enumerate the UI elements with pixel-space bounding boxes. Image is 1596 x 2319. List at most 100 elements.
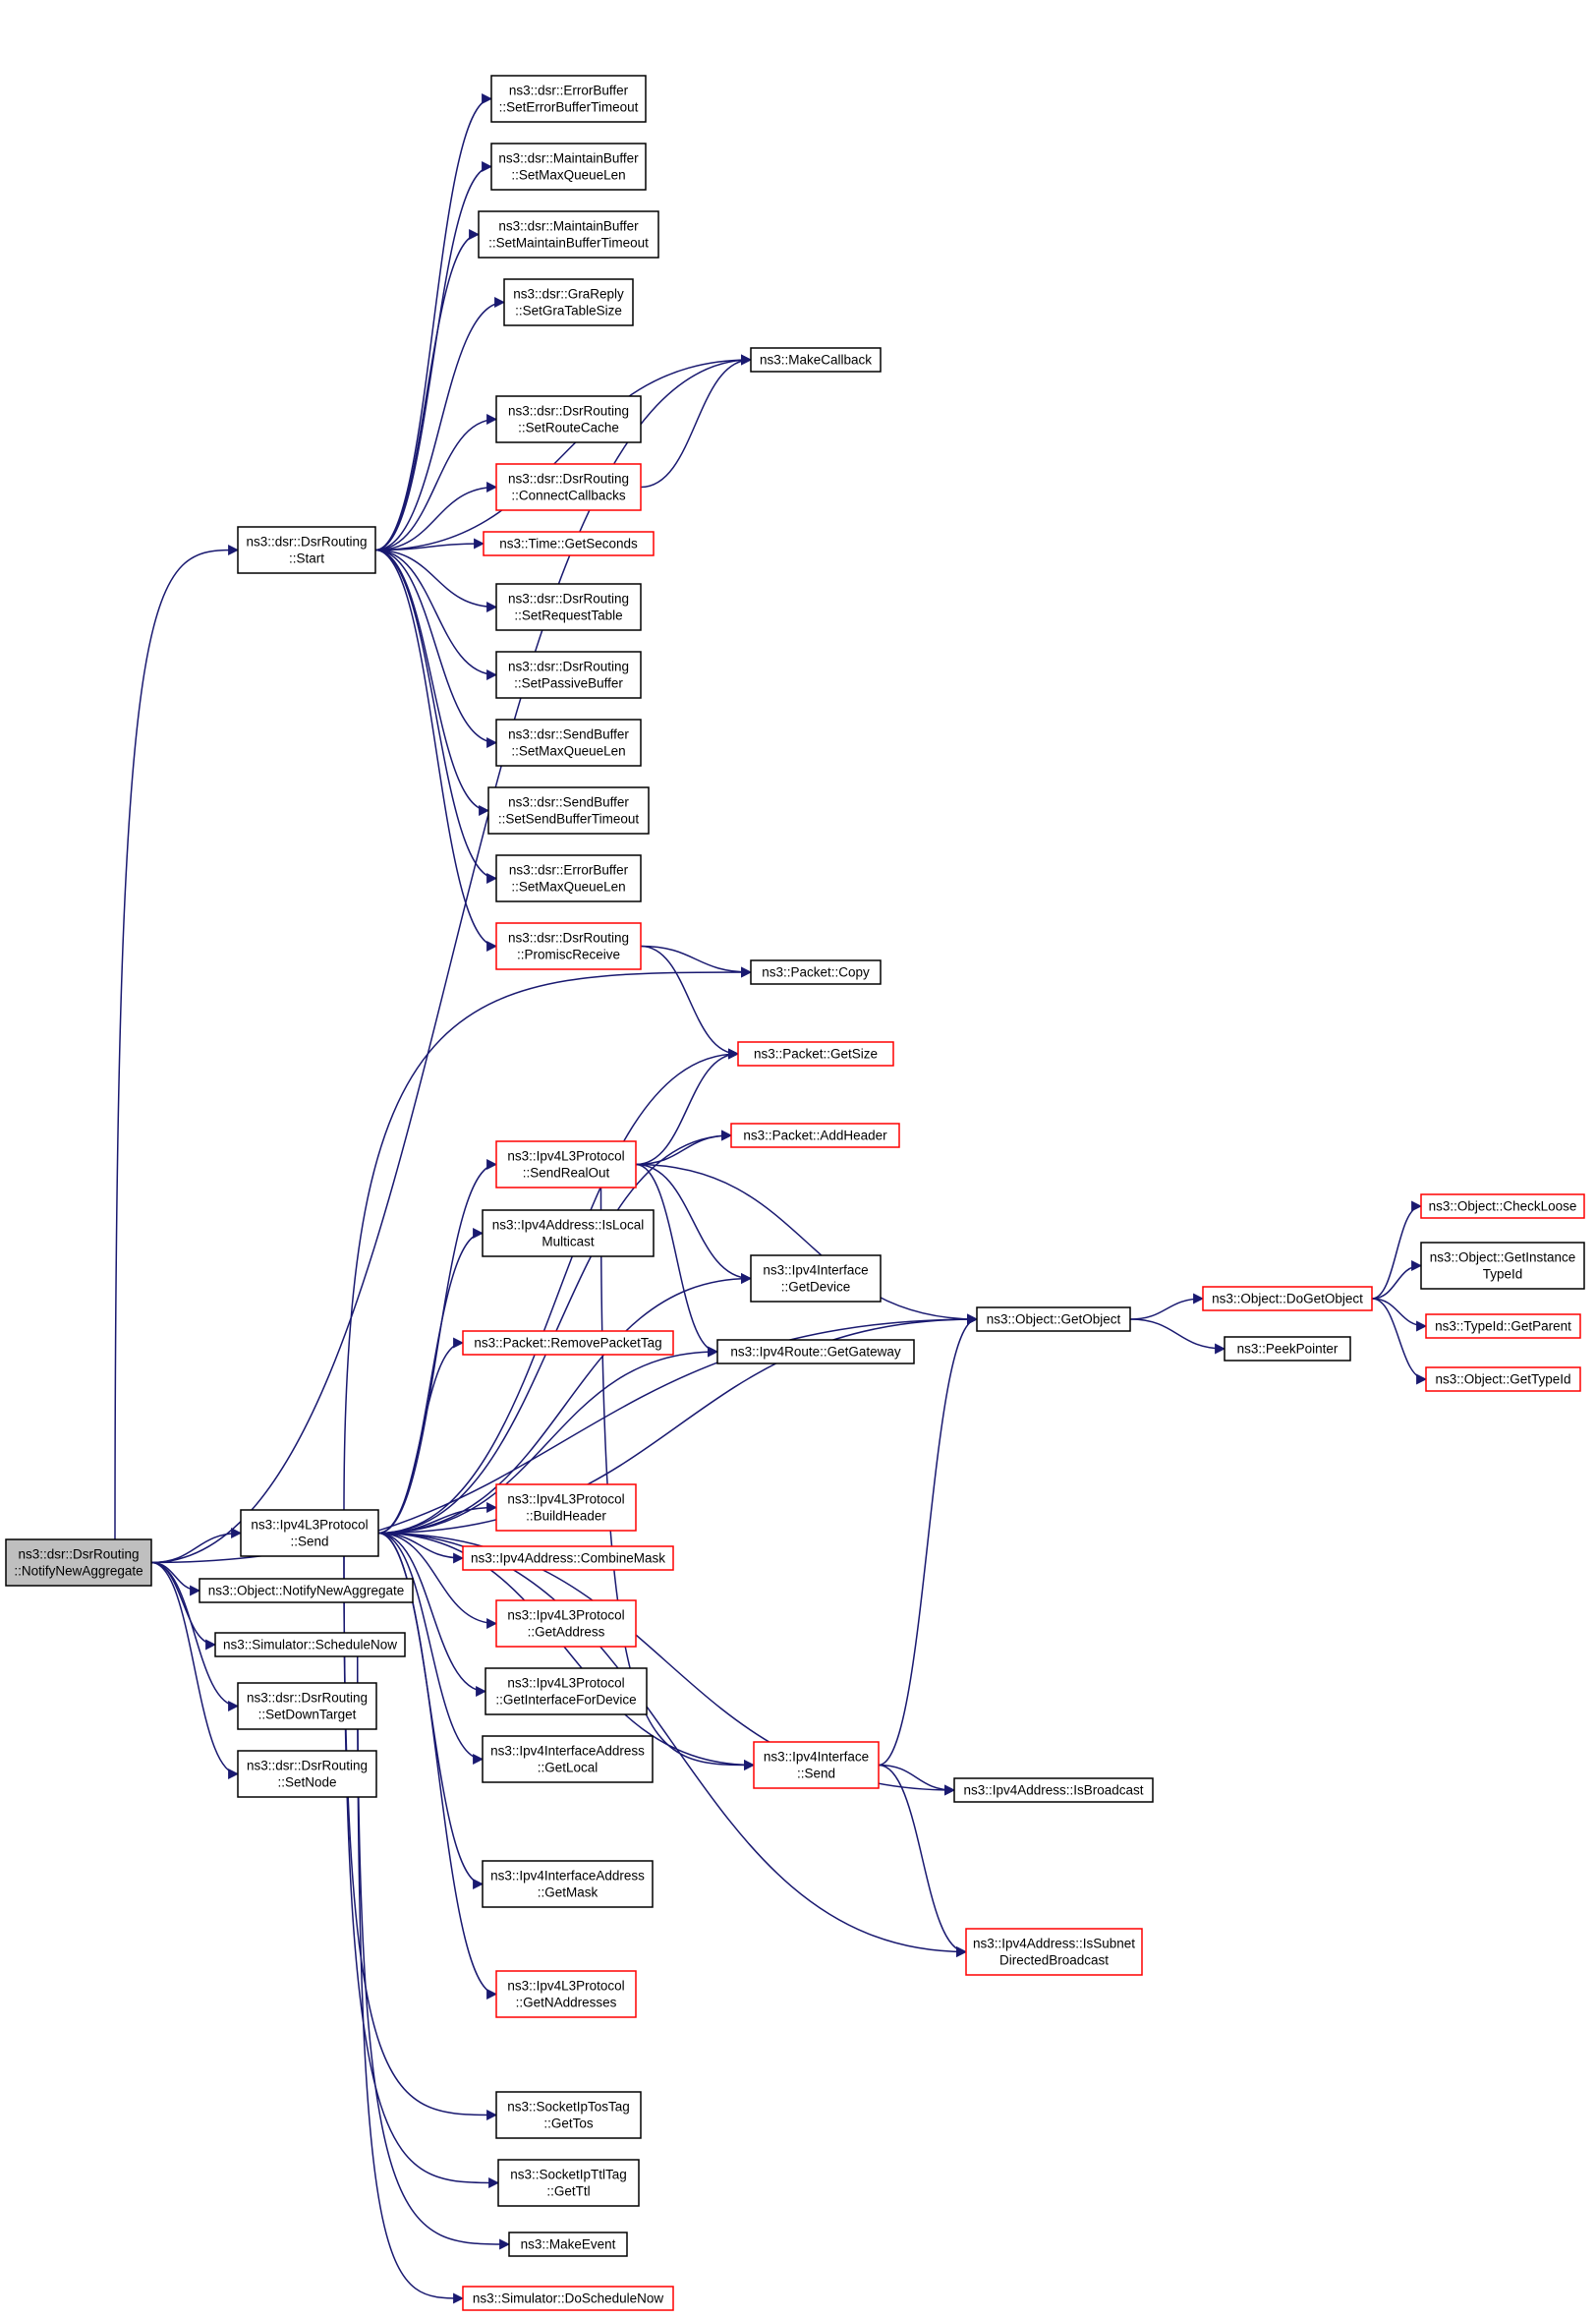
graph-node-pktcopy[interactable]: ns3::Packet::Copy bbox=[750, 959, 882, 985]
graph-node-getttl[interactable]: ns3::SocketIpTtlTag::GetTtl bbox=[497, 2159, 640, 2207]
graph-node-objnotify[interactable]: ns3::Object::NotifyNewAggregate bbox=[199, 1578, 414, 1603]
edge-start-to-reqtable bbox=[374, 549, 498, 612]
graph-node-gettypeid[interactable]: ns3::Object::GetTypeId bbox=[1425, 1366, 1581, 1392]
graph-node-isbroadcast[interactable]: ns3::Ipv4Address::IsBroadcast bbox=[953, 1777, 1154, 1803]
edge-start-to-gratable bbox=[374, 297, 506, 551]
edge-ipv4send-to-removetag bbox=[377, 1337, 465, 1535]
graph-node-ifsend[interactable]: ns3::Ipv4Interface::Send bbox=[753, 1741, 880, 1789]
node-label: ::PromiscReceive bbox=[517, 948, 620, 962]
graph-node-buildheader[interactable]: ns3::Ipv4L3Protocol::BuildHeader bbox=[495, 1483, 637, 1532]
node-label: ns3::Packet::RemovePacketTag bbox=[474, 1336, 661, 1351]
node-box bbox=[737, 1041, 894, 1067]
node-label: ns3::dsr::DsrRouting bbox=[508, 472, 629, 487]
node-box bbox=[462, 1330, 674, 1356]
graph-node-makecb[interactable]: ns3::MakeCallback bbox=[750, 347, 882, 373]
graph-node-addheader[interactable]: ns3::Packet::AddHeader bbox=[730, 1123, 900, 1148]
graph-node-sbtimeout[interactable]: ns3::dsr::SendBuffer::SetSendBufferTimeo… bbox=[487, 786, 650, 835]
edge-sendreal-to-pktsize bbox=[635, 1048, 740, 1166]
graph-node-getparent[interactable]: ns3::TypeId::GetParent bbox=[1425, 1313, 1581, 1339]
edge-start-to-connectcb bbox=[374, 482, 498, 551]
edge-ipv4send-to-pktsize bbox=[377, 1048, 740, 1535]
graph-node-makeevent[interactable]: ns3::MakeEvent bbox=[508, 2232, 628, 2257]
node-box bbox=[482, 1735, 654, 1783]
edge-ipv4send-to-getlocal bbox=[377, 1532, 484, 1765]
node-box bbox=[490, 75, 647, 123]
node-box bbox=[753, 1741, 880, 1789]
graph-node-getgateway[interactable]: ns3::Ipv4Route::GetGateway bbox=[716, 1339, 915, 1364]
graph-node-ebqlen[interactable]: ns3::dsr::ErrorBuffer::SetMaxQueueLen bbox=[495, 854, 642, 902]
graph-node-connectcb[interactable]: ns3::dsr::DsrRouting::ConnectCallbacks bbox=[495, 463, 642, 511]
graph-node-sendreal[interactable]: ns3::Ipv4L3Protocol::SendRealOut bbox=[495, 1140, 637, 1188]
node-label: Multicast bbox=[542, 1235, 595, 1249]
graph-node-getobject[interactable]: ns3::Object::GetObject bbox=[976, 1306, 1131, 1332]
graph-node-subnetbc[interactable]: ns3::Ipv4Address::IsSubnetDirectedBroadc… bbox=[965, 1928, 1143, 1976]
graph-node-gratable[interactable]: ns3::dsr::GraReply::SetGraTableSize bbox=[503, 278, 634, 326]
edge-ipv4send-to-pktcopy bbox=[343, 966, 753, 1511]
node-label: ns3::Object::GetObject bbox=[987, 1312, 1121, 1327]
node-box bbox=[237, 1682, 377, 1730]
edge-start-to-promisc bbox=[374, 549, 498, 952]
node-box bbox=[462, 2286, 674, 2311]
graph-node-gettos[interactable]: ns3::SocketIpTosTag::GetTos bbox=[495, 2091, 642, 2139]
edge-start-to-makecb bbox=[374, 354, 753, 551]
graph-node-getiface[interactable]: ns3::Ipv4L3Protocol::GetInterfaceForDevi… bbox=[484, 1667, 648, 1715]
graph-node-passive[interactable]: ns3::dsr::DsrRouting::SetPassiveBuffer bbox=[495, 651, 642, 699]
node-label: ns3::dsr::DsrRouting bbox=[18, 1547, 139, 1562]
edge-start-to-mbtimeout bbox=[374, 229, 481, 551]
graph-node-checkloose[interactable]: ns3::Object::CheckLoose bbox=[1420, 1193, 1585, 1219]
node-label: ns3::Object::NotifyNewAggregate bbox=[208, 1584, 405, 1598]
node-label: ::SetErrorBufferTimeout bbox=[499, 100, 639, 115]
node-label: ::SendRealOut bbox=[523, 1166, 610, 1181]
edge-ifsend-to-subnetbc bbox=[878, 1764, 968, 1957]
graph-node-ipv4send[interactable]: ns3::Ipv4L3Protocol::Send bbox=[240, 1509, 379, 1557]
graph-node-getaddress[interactable]: ns3::Ipv4L3Protocol::GetAddress bbox=[495, 1599, 637, 1648]
graph-node-combinemask[interactable]: ns3::Ipv4Address::CombineMask bbox=[462, 1545, 674, 1571]
graph-node-start[interactable]: ns3::dsr::DsrRouting::Start bbox=[237, 526, 376, 574]
graph-node-routecache[interactable]: ns3::dsr::DsrRouting::SetRouteCache bbox=[495, 395, 642, 443]
node-box bbox=[497, 2159, 640, 2207]
node-label: ::GetLocal bbox=[538, 1761, 598, 1775]
graph-node-getdevice[interactable]: ns3::Ipv4Interface::GetDevice bbox=[750, 1254, 882, 1303]
graph-node-removetag[interactable]: ns3::Packet::RemovePacketTag bbox=[462, 1330, 674, 1356]
node-label: ::GetNAddresses bbox=[516, 1996, 617, 2010]
graph-node-doschednow[interactable]: ns3::Simulator::DoScheduleNow bbox=[462, 2286, 674, 2311]
node-box bbox=[1425, 1313, 1581, 1339]
node-label: ::BuildHeader bbox=[526, 1509, 606, 1524]
node-label: ns3::Ipv4Address::IsSubnet bbox=[973, 1937, 1135, 1951]
edge-ipv4send-to-getiface bbox=[377, 1532, 487, 1697]
graph-node-sbqlen[interactable]: ns3::dsr::SendBuffer::SetMaxQueueLen bbox=[495, 719, 642, 767]
node-label: ns3::dsr::MaintainBuffer bbox=[498, 219, 639, 234]
graph-node-mbqlen[interactable]: ns3::dsr::MaintainBuffer::SetMaxQueueLen bbox=[490, 143, 647, 191]
graph-node-getmask[interactable]: ns3::Ipv4InterfaceAddress::GetMask bbox=[482, 1860, 654, 1908]
graph-node-getseconds[interactable]: ns3::Time::GetSeconds bbox=[483, 531, 655, 556]
graph-node-promisc[interactable]: ns3::dsr::DsrRouting::PromiscReceive bbox=[495, 922, 642, 970]
graph-node-root[interactable]: ns3::dsr::DsrRouting::NotifyNewAggregate bbox=[5, 1538, 152, 1587]
graph-node-peekptr[interactable]: ns3::PeekPointer bbox=[1224, 1336, 1351, 1362]
graph-node-mbtimeout[interactable]: ns3::dsr::MaintainBuffer::SetMaintainBuf… bbox=[478, 210, 659, 259]
node-label: ns3::Ipv4Address::IsLocal bbox=[492, 1218, 645, 1233]
graph-node-schednow[interactable]: ns3::Simulator::ScheduleNow bbox=[214, 1632, 406, 1657]
graph-node-pktsize[interactable]: ns3::Packet::GetSize bbox=[737, 1041, 894, 1067]
graph-node-setnode[interactable]: ns3::dsr::DsrRouting::SetNode bbox=[237, 1750, 377, 1798]
graph-node-dogetobject[interactable]: ns3::Object::DoGetObject bbox=[1202, 1286, 1373, 1311]
node-box bbox=[495, 1599, 637, 1648]
node-label: ::SetNode bbox=[277, 1775, 336, 1790]
graph-node-reqtable[interactable]: ns3::dsr::DsrRouting::SetRequestTable bbox=[495, 583, 642, 631]
node-label: ::SetPassiveBuffer bbox=[514, 676, 623, 691]
node-label: ns3::dsr::ErrorBuffer bbox=[509, 863, 629, 878]
edge-root-to-ipv4send bbox=[150, 1528, 243, 1564]
node-box bbox=[490, 143, 647, 191]
edge-ipv4send-to-buildheader bbox=[377, 1502, 498, 1535]
edge-ipv4send-to-islocalmc bbox=[377, 1228, 484, 1535]
edge-root-to-schednow bbox=[150, 1561, 217, 1651]
edge-getobject-to-peekptr bbox=[1129, 1318, 1226, 1355]
node-label: ns3::dsr::SendBuffer bbox=[508, 727, 629, 742]
graph-node-getnaddr[interactable]: ns3::Ipv4L3Protocol::GetNAddresses bbox=[495, 1970, 637, 2018]
edge-start-to-sbtimeout bbox=[374, 549, 490, 816]
graph-node-setdown[interactable]: ns3::dsr::DsrRouting::SetDownTarget bbox=[237, 1682, 377, 1730]
graph-node-errtimeout[interactable]: ns3::dsr::ErrorBuffer::SetErrorBufferTim… bbox=[490, 75, 647, 123]
graph-node-getlocal[interactable]: ns3::Ipv4InterfaceAddress::GetLocal bbox=[482, 1735, 654, 1783]
